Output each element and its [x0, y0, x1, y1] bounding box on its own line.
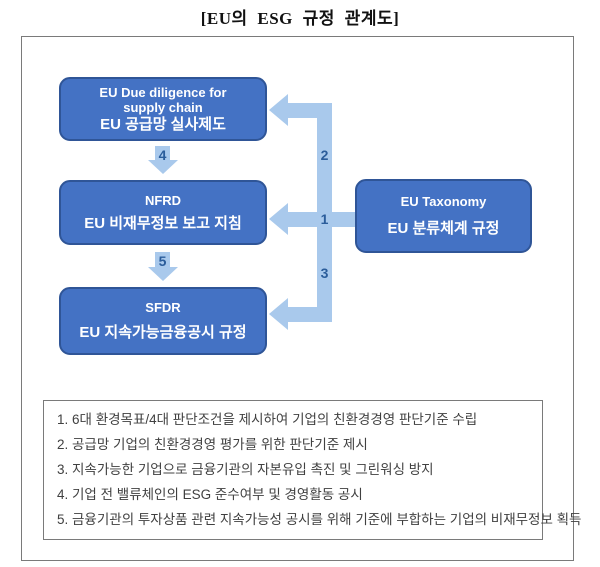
note-item: 4. 기업 전 밸류체인의 ESG 준수여부 및 경영활동 공시 [57, 487, 363, 503]
connector-top-segment [287, 103, 332, 118]
down-arrow-stem [155, 252, 170, 267]
node-eu-taxonomy: EU Taxonomy EU 분류체계 규정 [355, 179, 532, 253]
note-item: 3. 지속가능한 기업으로 금융기관의 자본유입 촉진 및 그린워싱 방지 [57, 461, 434, 477]
note-item: 2. 공급망 기업의 친환경경영 평가를 위한 판단기준 제시 [57, 436, 368, 452]
connector-bottom-segment [287, 307, 332, 322]
node-line-en: NFRD [144, 192, 182, 208]
node-line-en: EU Due diligence for [99, 84, 227, 100]
node-sfdr: SFDR EU 지속가능금융공시 규정 [59, 287, 267, 355]
node-eu-due-diligence: EU Due diligence for supply chain EU 공급망… [59, 77, 267, 141]
node-line-en: supply chain [123, 99, 203, 115]
node-line-ko: EU 비재무정보 보고 지침 [84, 214, 242, 232]
arrowhead-left-icon [269, 298, 288, 330]
connector-label-1: 1 [320, 211, 329, 227]
arrowhead-down-icon [148, 267, 178, 281]
note-item: 5. 금융기관의 투자상품 관련 지속가능성 공시를 위해 기준에 부합하는 기… [57, 512, 582, 528]
node-line-ko: EU 지속가능금융공시 규정 [79, 323, 247, 341]
connector-label-2: 2 [320, 147, 329, 163]
node-line-en: SFDR [145, 300, 181, 316]
node-line-ko: EU 공급망 실사제도 [100, 115, 226, 133]
node-line-ko: EU 분류체계 규정 [387, 219, 500, 237]
connector-label-5: 5 [158, 253, 167, 269]
arrowhead-down-icon [148, 160, 178, 174]
notes-box: 1. 6대 환경목표/4대 판단조건을 제시하여 기업의 친환경경영 판단기준 … [43, 400, 582, 540]
node-line-en: EU Taxonomy [400, 194, 487, 210]
connector-label-4: 4 [158, 147, 167, 163]
connector-middle-segment [287, 212, 355, 227]
down-arrow-stem [155, 146, 170, 160]
arrowhead-left-icon [269, 94, 288, 126]
connector-label-3: 3 [320, 265, 329, 281]
page-title: [EU의 ESG 규정 관계도] [200, 9, 400, 28]
arrowhead-left-icon [269, 203, 288, 235]
note-item: 1. 6대 환경목표/4대 판단조건을 제시하여 기업의 친환경경영 판단기준 … [57, 411, 478, 427]
node-nfrd: NFRD EU 비재무정보 보고 지침 [59, 180, 267, 245]
